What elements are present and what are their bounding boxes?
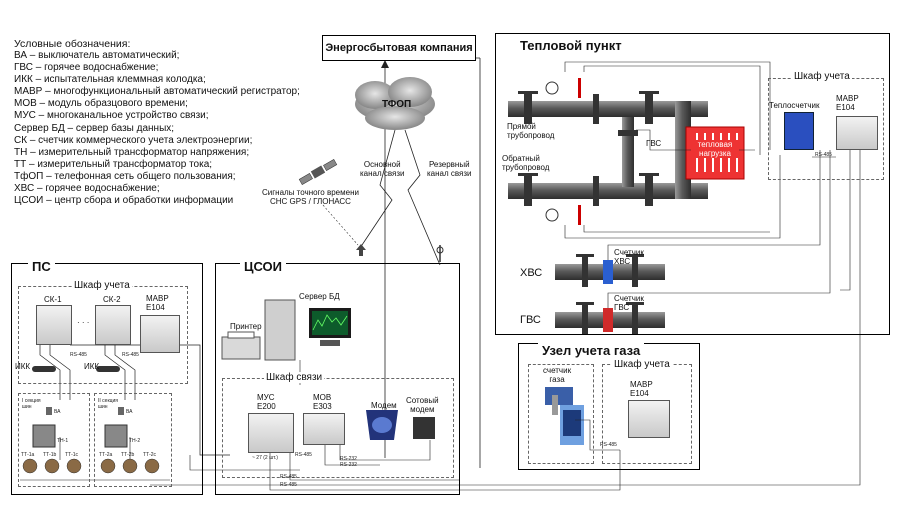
csoi-title: ЦСОИ [240,259,287,274]
tn1-label: ТН-1 [57,438,69,444]
sk1-device [36,305,72,345]
heat-meter-device [784,112,814,150]
csoi-rs485-label-3: RS-485 [280,482,297,488]
legend-item: СК – счетчик коммерческого учета электро… [14,134,253,146]
gps-antenna-icon [356,244,366,256]
heat-mavr-device [836,116,878,150]
tfop-label: ТФОП [382,99,412,110]
heat-load-label: тепловая нагрузка [691,140,739,158]
modem-label: Модем [371,401,397,410]
mov-label: МОВ Е303 [313,393,332,411]
legend-item: ТТ – измерительный трансформатор тока; [14,158,213,170]
csoi-rs232-label-1: RS-232 [340,456,357,462]
section1-frame [18,393,90,487]
legend-item: МОВ – модуль образцового времени; [14,98,188,110]
tt-label-5: ТТ-2с [143,452,157,458]
printer-label: Принтер [230,322,262,331]
tt-label-0: ТТ-1а [21,452,35,458]
ps-mavr-device [140,315,180,353]
sk2-device [95,305,131,345]
ps-mavr-label: МАВР Е104 [146,294,169,312]
csoi-box [215,263,460,495]
legend-item: ВА – выключатель автоматический; [14,50,180,61]
tfop-cloud [355,77,435,130]
heat-cabinet-title: Шкаф учета [792,71,852,82]
gas-mavr-device [628,400,670,438]
sk-dots: · · · [77,318,90,327]
legend-item: ИКК – испытательная клеммная колодка; [14,74,206,86]
legend-item: ТН – измерительный трансформатор напряже… [14,146,250,158]
heat-rs485-label: RS-485 [815,152,832,158]
section1-label: I секция шин [22,398,41,410]
tt-label-2: ТТ-1с [65,452,79,458]
gas-mavr-label: МАВР Е104 [630,380,653,398]
csoi-rs485-label: RS-485 [295,452,312,458]
tt-label-3: ТТ-2а [99,452,113,458]
sk2-label: СК-2 [103,295,121,304]
legend-item: МУС – многоканальное устройство связи; [14,110,209,122]
cell-antenna-icon [436,245,444,262]
mov-device [303,413,345,445]
power-label: ~ 27 (2 шт.) [252,455,278,461]
legend-title: Условные обозначения: [14,38,131,50]
tn2-label: ТН-2 [129,438,141,444]
section2-label: II секция шин [98,398,118,410]
comm-cabinet [222,378,454,478]
hvs-pipe-label: ХВС [520,267,543,279]
csoi-rs485-label-2: RS-485 [280,474,297,480]
heat-mavr-label: МАВР Е104 [836,94,859,112]
sk1-label: СК-1 [44,295,62,304]
ikk1-label: ИКК [15,362,31,371]
heat-meter-label: Теплосчетчик [769,101,820,110]
gvs-meter-label: Счетчик ГВС [614,294,644,312]
ps-rs485-label-2: RS-485 [122,352,139,358]
reserve-channel-label: Резервный канал связи [427,160,472,178]
legend-item: ХВС – горячее водоснабжение; [14,183,160,195]
main-channel-label: Основной канал связи [360,160,405,178]
legend-item: МАВР – многофункциональный автоматически… [14,86,300,98]
legend-item: ГВС – горячее водоснабжение; [14,62,159,74]
heat-point-box [495,33,890,335]
gvs-pipe-label: ГВС [520,314,541,326]
tt-label-1: ТТ-1b [43,452,57,458]
tt-label-4: ТТ-2b [121,452,135,458]
ps-cabinet-title: Шкаф учета [72,280,132,291]
ps-box [11,263,203,495]
hvs-meter-label: Счетчик ХВС [614,248,644,266]
gas-title: Узел учета газа [538,343,645,358]
mus-label: МУС Е200 [257,393,276,411]
gvs-label: ГВС [646,139,662,148]
legend-item: ТфОП – телефонная сеть общего пользовани… [14,170,236,182]
legend-list: ВА – выключатель автоматический;ГВС – го… [14,50,300,207]
return-pipe-label: Обратный трубопровод [502,154,550,172]
supply-pipe-label: Прямой трубопровод [507,122,555,140]
cell-modem-label: Сотовый модем [406,396,439,414]
ikk2-label: ИКК [84,362,100,371]
satellite-icon [298,159,338,185]
mus-device [248,413,294,453]
server-label: Сервер БД [299,292,340,301]
section2-frame [94,393,172,487]
gas-rs485-label: RS-485 [600,442,617,448]
va2-label: ВА [126,409,133,415]
legend-item: ЦСОИ – центр сбора и обработки информаци… [14,195,234,207]
energy-company-label: Энергосбытовая компания [325,42,473,54]
csoi-rs232-label-2: RS-232 [340,462,357,468]
gas-meter-frame [528,364,594,464]
gas-cabinet-title: Шкаф учета [612,359,672,370]
gas-meter-label: счетчик газа [543,366,572,384]
ps-title: ПС [28,259,55,274]
energy-company-box: Энергосбытовая компания [322,35,476,61]
va1-label: ВА [54,409,61,415]
heat-point-title: Тепловой пункт [516,38,626,53]
comm-cabinet-title: Шкаф связи [264,372,325,383]
satellite-label: Сигналы точного времени СНС GPS / ГЛОНАС… [262,188,359,206]
ps-rs485-label-1: RS-485 [70,352,87,358]
legend-item: Сервер БД – сервер базы данных; [14,122,175,134]
